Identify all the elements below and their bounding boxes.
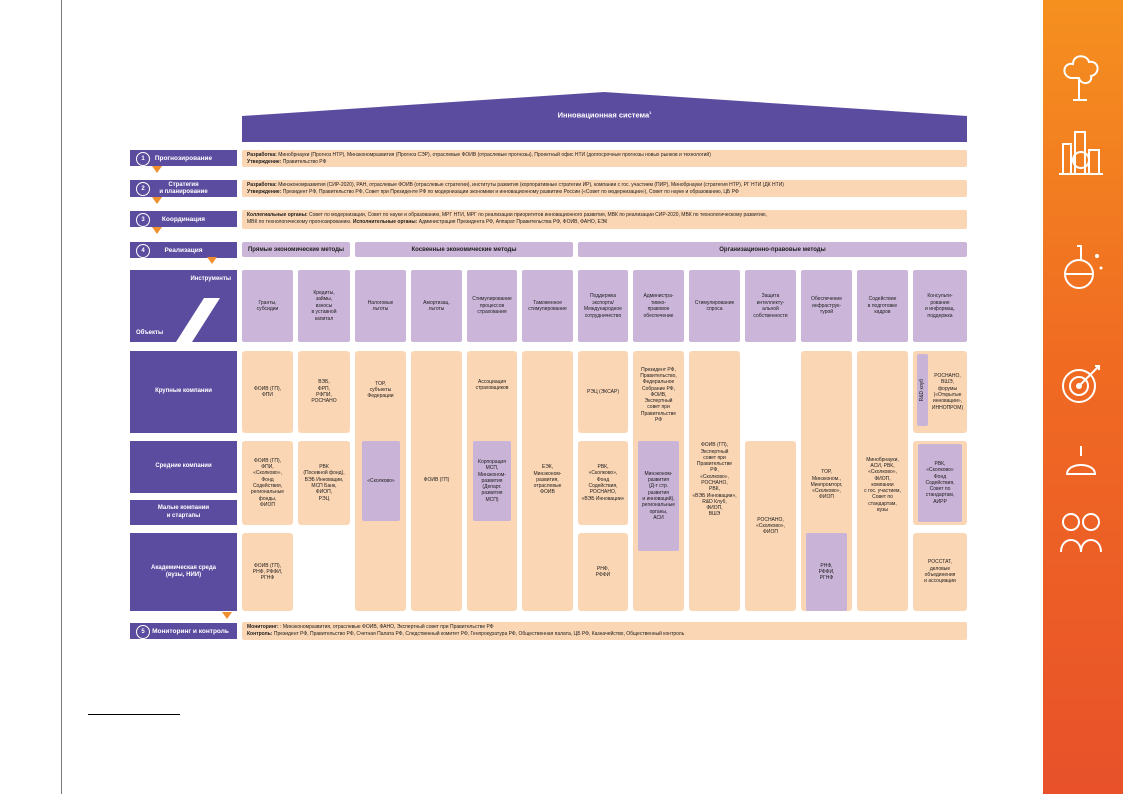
stage-monitoring: 5 Мониторинг и контроль xyxy=(130,623,237,639)
decorative-sidebar xyxy=(1043,0,1123,794)
object-small: Малые компании и стартапы xyxy=(130,500,237,525)
cell-customs: ЕЭК, Минэконом- развития, отраслевые ФОИ… xyxy=(533,464,562,496)
target-icon xyxy=(1062,365,1100,403)
roof-banner xyxy=(242,92,967,142)
category-org: Организационно-правовые методы xyxy=(578,242,967,257)
strategy-bar: Разработка: Минэкономразвития (СИР-2020)… xyxy=(242,180,967,197)
flask-icon xyxy=(1064,245,1103,289)
instrument-export: Поддержка экспорта/ Международное сотруд… xyxy=(578,270,628,342)
column-customs xyxy=(522,351,573,611)
stage-label: Мониторинг и контроль xyxy=(152,627,229,635)
category-direct: Прямые экономические методы xyxy=(242,242,350,257)
objects-label: Объекты xyxy=(136,330,164,336)
instrument-credits: Кредиты, займы, взносы в уставной капита… xyxy=(298,270,350,342)
monitoring-bar: Мониторинг: : Минэкономразвития, отрасле… xyxy=(242,622,967,640)
footnote-separator xyxy=(88,714,180,715)
instrument-infrastructure: Обеспечение инфраструк- турой xyxy=(801,270,852,342)
stage-arrow xyxy=(152,166,162,173)
stage-strategy: 2 Стратегия и планирование xyxy=(130,180,237,197)
cell-amortization: ФОИВ (ГП) xyxy=(423,476,450,483)
stage-arrow xyxy=(152,197,162,204)
instrument-consulting: Консульти- рование и информац. поддержка xyxy=(913,270,967,342)
instrument-admin: Администра- тивно- правовое обеспечение xyxy=(633,270,684,342)
cell-grants-academic: ФОИВ (ГП), РНФ, РФФИ, РГНФ xyxy=(242,533,293,611)
stage-badge: 4 xyxy=(136,244,150,258)
cell-tax-large: ТОР, субъекты Федерации xyxy=(367,380,394,400)
instrument-tax: Налоговые льготы xyxy=(355,270,406,342)
stage-badge: 5 xyxy=(136,625,150,639)
cell-insurance-large: Ассоциация страховщиков xyxy=(475,378,509,391)
object-academic: Академическая среда (вузы, НИИ) xyxy=(130,533,237,611)
header-divider xyxy=(176,298,220,342)
rd-club-label: R&D клуб xyxy=(919,378,926,402)
page-margin-line xyxy=(61,0,62,794)
instrument-insurance: Стимулирование процессов страхования xyxy=(467,270,517,342)
instrument-grants: Гранты, субсидии xyxy=(242,270,293,342)
cell-consulting-medium: РВК, «Сколково» Фонд Содействия, Совет п… xyxy=(918,444,962,522)
instrument-amortization: Амортизац. льготы xyxy=(411,270,462,342)
cell-export-medium: РВК, «Сколково», Фонд Содействия, РОСНАН… xyxy=(578,441,628,525)
stage-forecasting: 1 Прогнозирование xyxy=(130,150,237,166)
lamp-icon xyxy=(1065,446,1097,475)
cell-consulting-academic: РОССТАТ, деловые объединения и ассоциаци… xyxy=(913,533,967,611)
stage-label: Координация xyxy=(161,215,206,223)
stage-badge: 3 xyxy=(136,213,150,227)
stage-label: Стратегия и планирование xyxy=(159,181,208,195)
stage-badge: 2 xyxy=(136,182,150,196)
cell-infrastructure: ТОР, Минэконом., Минпромторг, «Сколково»… xyxy=(810,469,843,501)
cell-grants-large: ФОИВ (ГП), ФПИ xyxy=(242,351,293,433)
stage-badge: 1 xyxy=(136,152,150,166)
instrument-demand: Стимулирование спроса xyxy=(689,270,740,342)
instrument-staff: Содействие в подготовке кадров xyxy=(857,270,908,342)
stage-coordination: 3 Координация xyxy=(130,211,237,227)
column-amortization xyxy=(411,351,462,611)
cell-export-large: РЭЦ (ЭКСАР) xyxy=(578,351,628,433)
cell-staff: Минобрнауки, АСИ, РВК, «Сколково», ФИОП,… xyxy=(864,456,901,514)
stage-implementation: 4 Реализация xyxy=(130,242,237,258)
cell-insurance-medium: Корпорация МСП, Минэконом- развития (Деп… xyxy=(473,441,511,521)
cell-consulting-large: РОСНАНО, ВШЭ, форумы («Открытые инноваци… xyxy=(931,373,964,411)
cell-demand: ФОИВ (ГП), Экспертный совет при Правител… xyxy=(692,442,737,518)
objects-instruments-header: Инструменты Объекты xyxy=(130,270,237,342)
cell-credits-medium: РВК (Посевной фонд), ВЭБ Инновации, МСП … xyxy=(298,441,350,525)
column-staff xyxy=(857,351,908,611)
cell-infrastructure-academic: РНФ, РФФИ, РГНФ xyxy=(806,533,847,611)
cell-grants-medium: ФОИВ (ГП), ФПИ, «Сколково», Фонд Содейст… xyxy=(242,441,293,525)
cell-admin-large: Президент РФ, Правительство, Федеральное… xyxy=(640,366,677,424)
instrument-ip: Защита интеллекту- альной собственности xyxy=(745,270,796,342)
object-large: Крупные компании xyxy=(130,351,237,433)
cell-ip: РОСНАНО, «Сколково», ФИОП xyxy=(745,441,796,611)
forecast-bar: Разработка: Минобрнауки (Прогноз НТР), М… xyxy=(242,150,967,167)
stage-label: Реализация xyxy=(164,246,203,254)
system-title: Инновационная система1 xyxy=(557,110,652,120)
stage-arrow xyxy=(207,257,217,264)
stage-label: Прогнозирование xyxy=(154,154,213,162)
tree-icon xyxy=(1063,55,1099,101)
column-demand xyxy=(689,351,740,611)
cell-export-academic: РНФ, РФФИ xyxy=(578,533,628,611)
instrument-customs: Таможенное стимулирование xyxy=(522,270,573,342)
stage-arrow xyxy=(152,227,162,234)
object-medium: Средние компании xyxy=(130,441,237,493)
instruments-label: Инструменты xyxy=(190,276,231,282)
city-icon xyxy=(1059,131,1103,175)
stage-arrow xyxy=(222,612,232,619)
cell-tax-medium: «Сколково» xyxy=(362,441,400,521)
people-icon xyxy=(1060,513,1102,553)
cell-credits-large: ВЭБ, ФРП, РФПИ, РОСНАНО xyxy=(298,351,350,433)
category-indirect: Косвенные экономические методы xyxy=(355,242,573,257)
cell-admin-medium: Минэконом- развития (Д-т стр. развития и… xyxy=(638,441,679,551)
coordination-bar: Коллегиальные органы: Совет по модерниза… xyxy=(242,210,967,229)
cell-consulting-rd: R&D клуб xyxy=(917,354,928,426)
